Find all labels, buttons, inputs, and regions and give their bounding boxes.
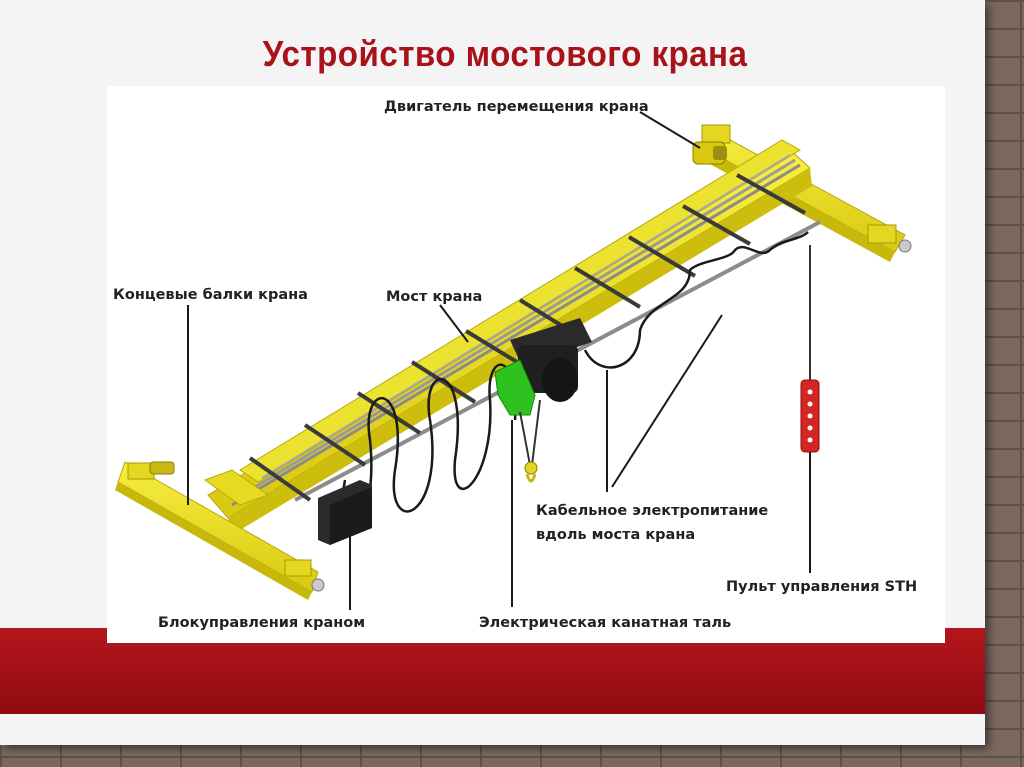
near-end-beam <box>115 461 325 600</box>
leader-lines <box>187 111 811 610</box>
control-box <box>318 480 372 545</box>
hoist <box>494 318 592 483</box>
pendant-control <box>800 245 820 453</box>
festoon-cable-right <box>583 231 809 369</box>
label-bridge: Мост крана <box>386 289 482 305</box>
festoon-cable <box>340 363 517 531</box>
bridge-girder <box>207 139 812 536</box>
label-motor: Двигатель перемещения крана <box>384 99 649 115</box>
label-pendant: Пульт управления STH <box>726 579 917 595</box>
label-control-block: Блокуправления краном <box>158 615 365 631</box>
motor-icon <box>692 141 912 253</box>
label-cable-line2: вдоль моста крана <box>536 527 695 543</box>
label-hoist: Электрическая канатная таль <box>479 615 731 631</box>
label-cable-line1: Кабельное электропитание <box>536 503 768 519</box>
slide-title: Устройство мостового крана <box>262 33 748 74</box>
label-end-beams: Концевые балки крана <box>113 287 308 303</box>
